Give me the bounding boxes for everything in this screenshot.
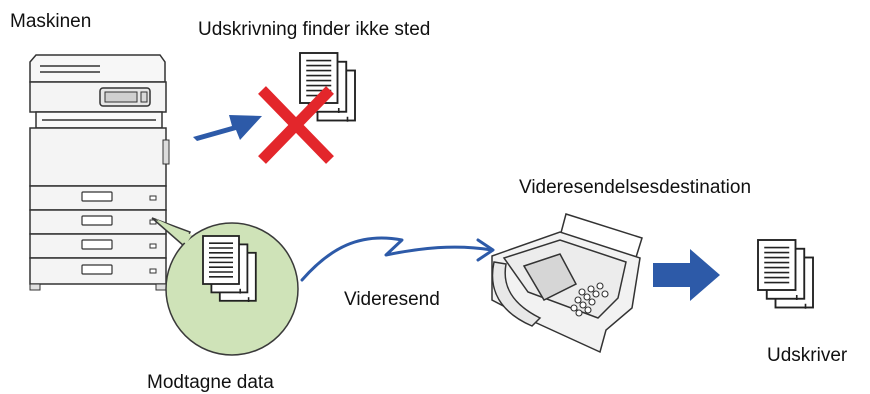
forward-arrow bbox=[300, 236, 495, 282]
prints-label: Udskriver bbox=[767, 345, 848, 366]
printer-icon bbox=[29, 54, 170, 291]
document-stack-icon bbox=[202, 235, 257, 303]
arrow-right-icon bbox=[653, 249, 720, 301]
no-print-label: Udskrivning finder ikke sted bbox=[198, 19, 431, 40]
fax-machine-icon bbox=[491, 213, 643, 354]
forward-label: Videresend bbox=[344, 289, 440, 310]
machine-label: Maskinen bbox=[10, 11, 92, 32]
forward-destination-label: Videresendelsesdestination bbox=[519, 177, 752, 198]
arrow-right-icon bbox=[193, 115, 262, 141]
cross-icon bbox=[258, 86, 334, 164]
document-stack-icon bbox=[757, 239, 814, 310]
received-data-label: Modtagne data bbox=[147, 372, 274, 393]
